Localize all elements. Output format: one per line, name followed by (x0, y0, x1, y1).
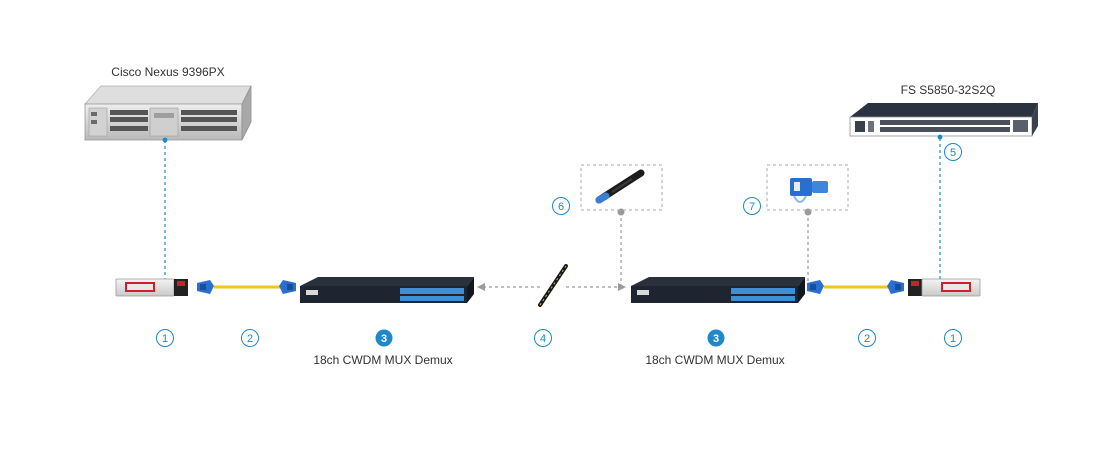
fs-switch-label: FS S5850-32S2Q (901, 83, 996, 97)
lc-connector-icon (887, 280, 904, 294)
arrow-right-head (618, 283, 626, 291)
flashlight-callout-box (580, 164, 663, 211)
cisco-switch-label: Cisco Nexus 9396PX (111, 65, 224, 79)
marker-3-right: 3 (707, 329, 725, 347)
marker-2-left: 2 (241, 329, 259, 347)
sfp-transceiver-icon (115, 278, 188, 297)
marker-6-text: 6 (558, 201, 564, 213)
lc-connector-icon (279, 280, 296, 294)
marker-1-right: 1 (944, 329, 962, 347)
marker-2-right: 2 (858, 329, 876, 347)
fiber-cable-icon (538, 264, 568, 307)
marker-1-right-text: 1 (950, 333, 956, 345)
marker-4: 4 (534, 329, 552, 347)
marker-7-text: 7 (749, 201, 755, 213)
sfp-transceiver-icon (908, 278, 981, 297)
cwdm-mux-left-icon (300, 277, 474, 303)
marker-2-left-text: 2 (247, 333, 253, 345)
lc-connector-icon (807, 280, 824, 294)
marker-4-text: 4 (540, 333, 546, 345)
loopback-adapter-icon (790, 178, 828, 203)
loopback-callout-box (766, 164, 849, 211)
marker-2-right-text: 2 (864, 333, 870, 345)
fs-switch-icon (849, 103, 1038, 140)
cwdm-mux-right-icon (631, 277, 805, 303)
marker-1-left-text: 1 (162, 333, 168, 345)
marker-5: 5 (944, 143, 962, 161)
marker-3-right-text: 3 (713, 333, 719, 345)
arrow-left-head (477, 283, 485, 291)
flashlight-icon (595, 169, 645, 204)
lc-connector-icon (197, 280, 214, 294)
marker-3-left: 3 (375, 329, 393, 347)
marker-6: 6 (552, 197, 570, 215)
marker-7: 7 (743, 197, 761, 215)
mux-left-label: 18ch CWDM MUX Demux (313, 353, 452, 367)
cisco-switch-icon (84, 85, 252, 143)
marker-3-left-text: 3 (381, 333, 387, 345)
marker-1-left: 1 (156, 329, 174, 347)
marker-5-text: 5 (950, 147, 956, 159)
mux-right-label: 18ch CWDM MUX Demux (645, 353, 784, 367)
